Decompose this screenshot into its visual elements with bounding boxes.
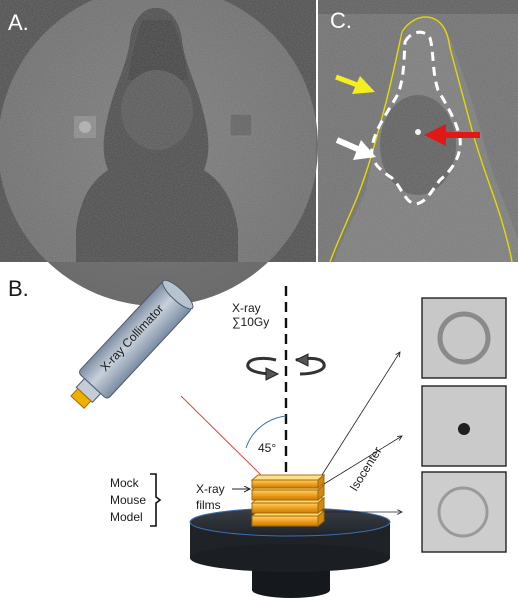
film-stack [250,473,326,528]
xray-label: X-ray [232,301,261,315]
films-label-line2: films [196,498,221,512]
angle-label: 45° [258,441,276,455]
xray-beam-line [180,395,263,477]
panel-c-label: C. [330,8,352,33]
angle-arc [245,415,287,449]
model-label-line3: Model [110,510,143,524]
isocenter-dot [415,129,421,135]
target-region-dashed [370,30,462,206]
isocenter-label: Isocenter [347,444,385,493]
panel-a-label: A. [8,10,29,35]
white-arrow-icon [335,137,376,160]
panel-a-image [0,0,318,306]
film-result-top [421,297,507,379]
red-arrow-icon [424,124,480,146]
films-label-line1: X-ray [196,482,225,496]
model-bracket [150,473,162,527]
arrow-to-film-middle [323,436,402,485]
rotation-arrows-icon [246,353,326,381]
film-result-middle [421,385,507,467]
panel-c-image [318,0,518,263]
panel-b-label: B. [8,276,29,301]
arrow-to-film-top [321,352,400,476]
film-result-bottom [421,471,507,553]
dose-label: ∑10Gy [232,315,269,329]
model-label-line1: Mock [110,476,140,490]
yellow-arrow-icon [335,74,375,94]
model-label-line2: Mouse [110,493,146,507]
